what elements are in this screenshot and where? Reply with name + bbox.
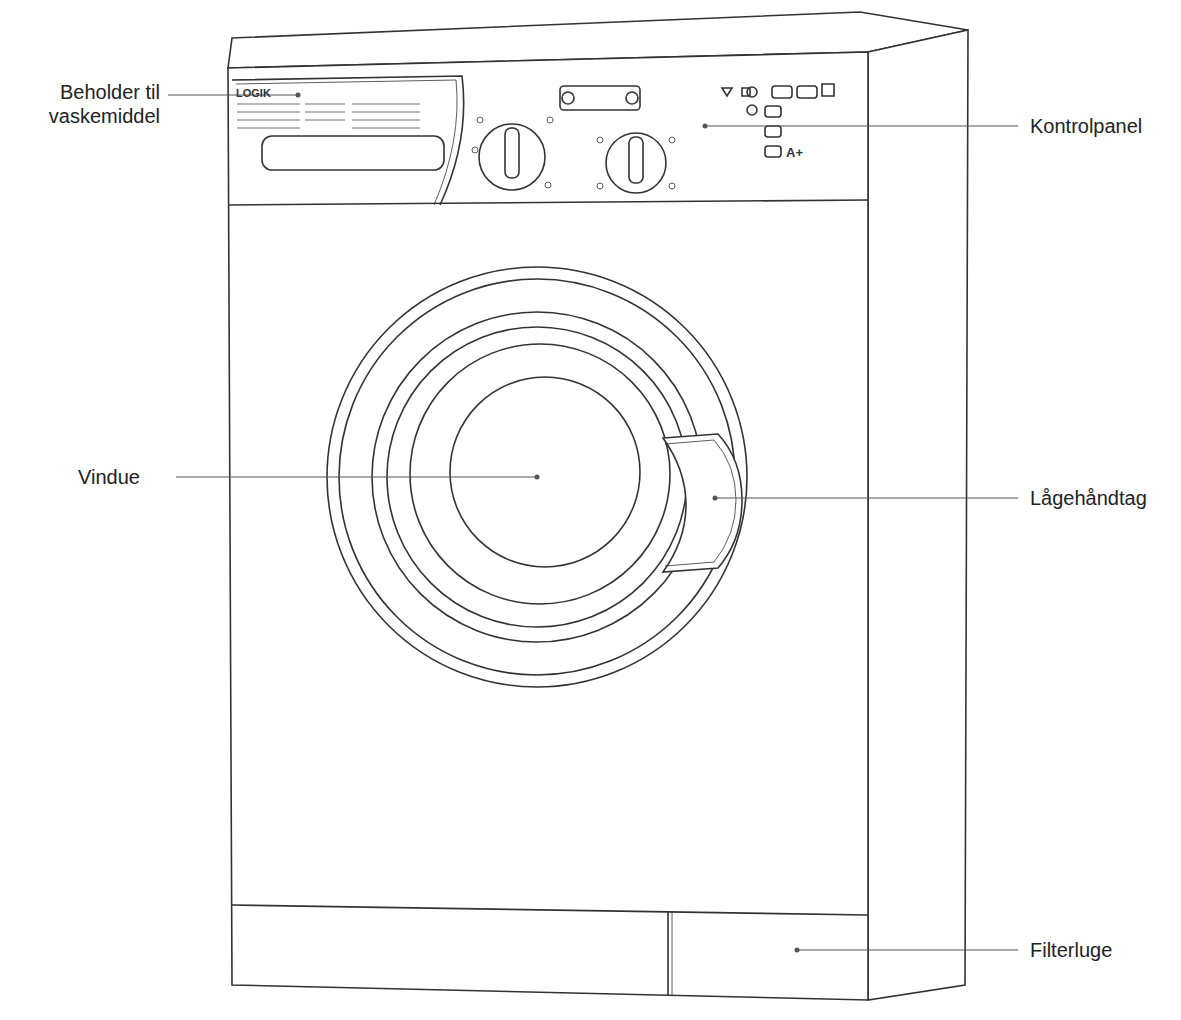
- part-label: Beholder til vaskemiddel: [10, 80, 160, 128]
- energy-rating: A+: [786, 145, 803, 160]
- part-label: Filterluge: [1030, 938, 1112, 962]
- part-label: Vindue: [78, 465, 140, 489]
- brand-text: LOGIK: [236, 87, 271, 100]
- part-label: Kontrolpanel: [1030, 114, 1142, 138]
- part-label: Lågehåndtag: [1030, 486, 1147, 510]
